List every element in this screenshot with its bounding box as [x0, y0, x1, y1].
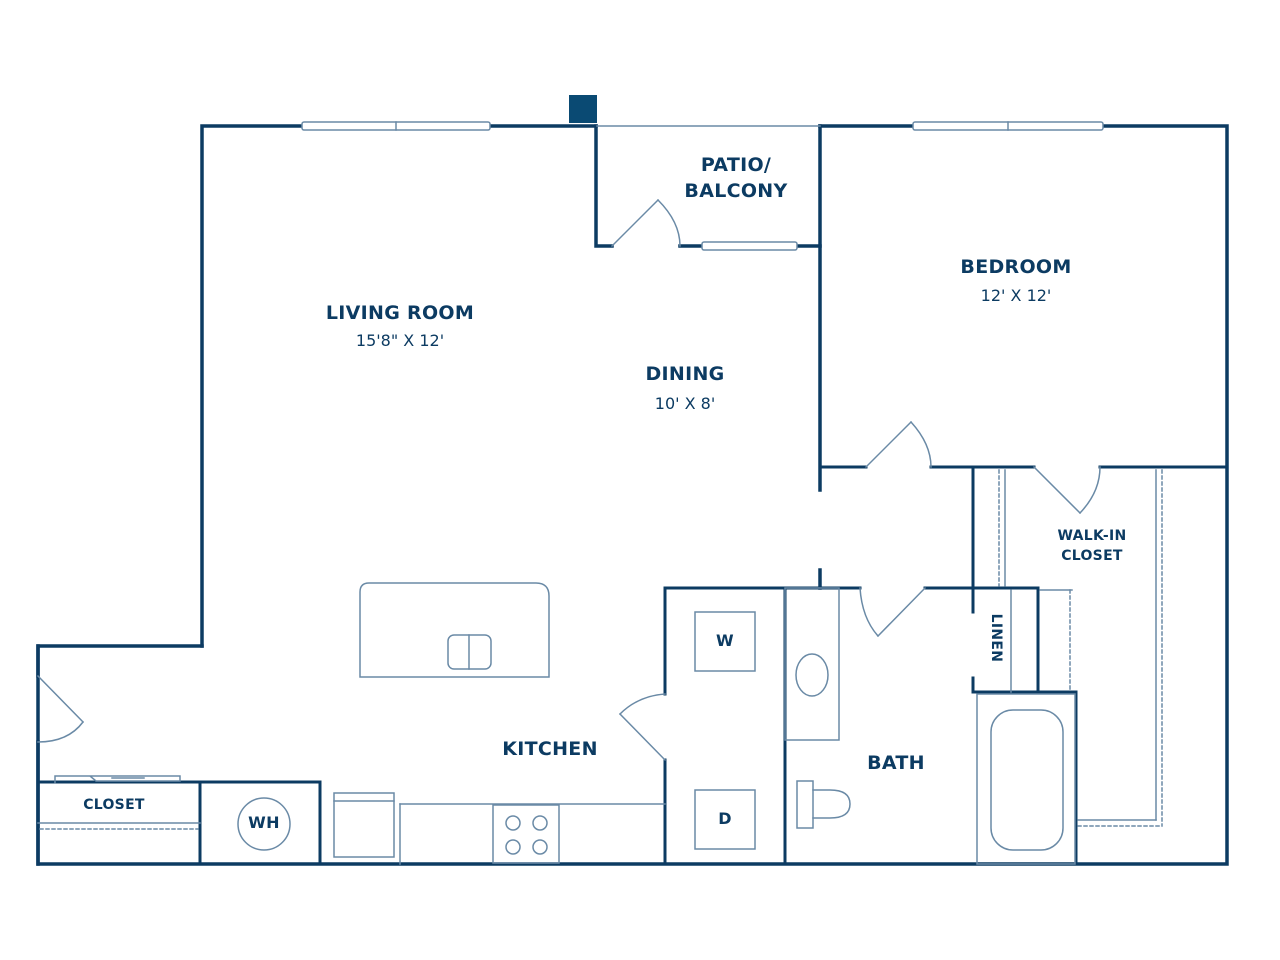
living-room-dimensions: 15'8" X 12'	[355, 331, 445, 350]
walk-in-closet-label-line1: WALK-IN	[1057, 528, 1127, 544]
linen-label: LINEN	[988, 613, 1004, 663]
closet-label: CLOSET	[83, 797, 145, 813]
closet-rods	[39, 469, 1163, 830]
exterior-walls	[36, 124, 1229, 866]
fixtures	[37, 469, 1157, 865]
kitchen-label: KITCHEN	[502, 738, 598, 760]
dining-label: DINING	[645, 363, 725, 385]
structural-column	[569, 95, 597, 123]
patio-label-line1: PATIO/	[700, 154, 772, 176]
windows	[301, 121, 1104, 251]
doors	[36, 198, 1101, 762]
washer-label: W	[716, 631, 734, 650]
dryer-label: D	[718, 809, 732, 828]
dining-dimensions: 10' X 8'	[654, 394, 716, 413]
living-room-label: LIVING ROOM	[325, 302, 475, 324]
patio-label-line2: BALCONY	[684, 180, 788, 202]
bedroom-label: BEDROOM	[960, 256, 1072, 278]
bedroom-dimensions: 12' X 12'	[980, 286, 1052, 305]
water-heater-label: WH	[248, 813, 280, 832]
walk-in-closet-label-line2: CLOSET	[1061, 548, 1123, 564]
bath-label: BATH	[867, 752, 925, 774]
